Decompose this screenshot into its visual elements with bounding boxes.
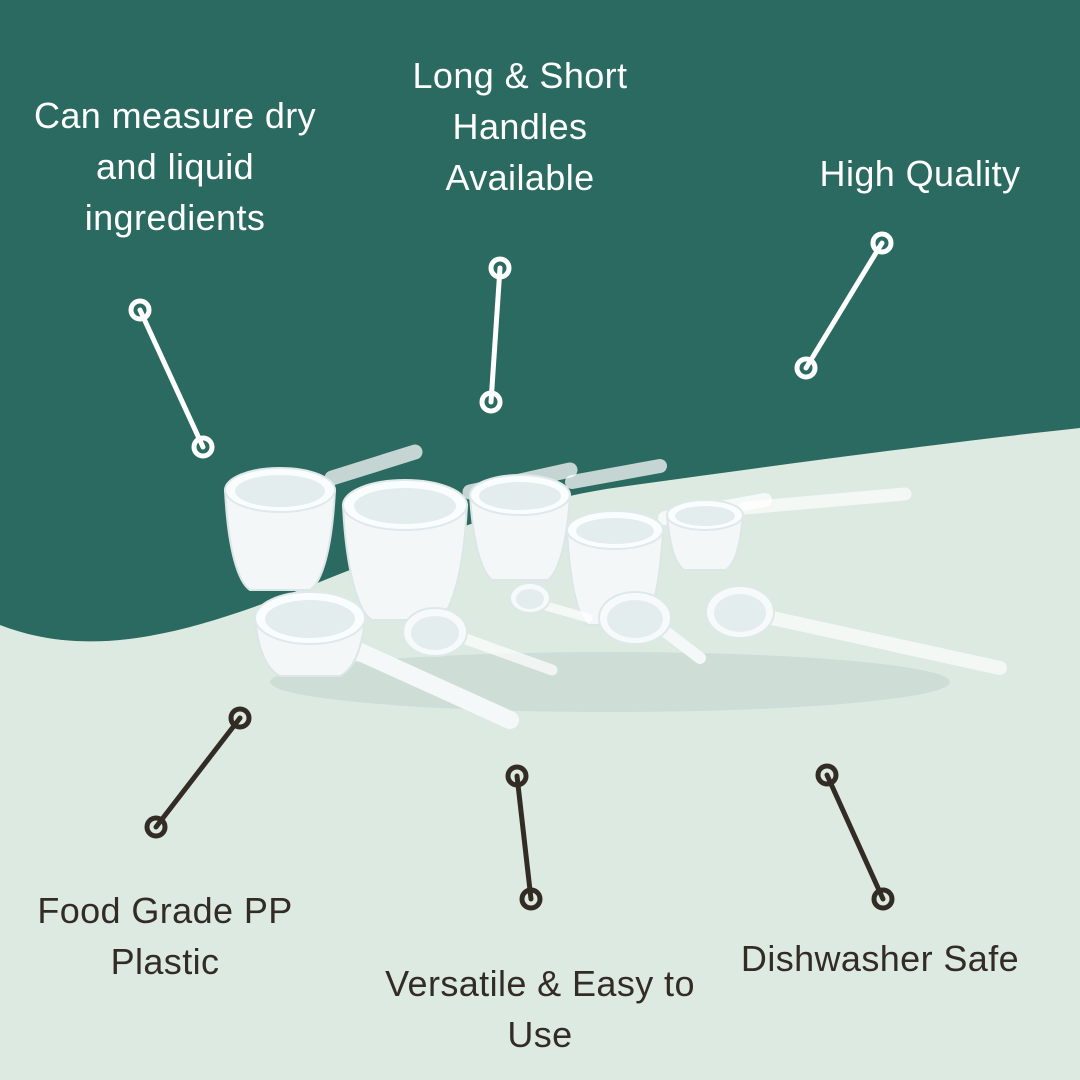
measuring-spoon [705,585,1007,675]
callout-label-dishwasher: Dishwasher Safe [740,938,1020,979]
measuring-spoon [509,582,593,623]
measuring-scoop [665,487,912,571]
callout-label-food-grade: Food Grade PP Plastic [37,890,293,983]
callout-label-handles: Long & Short Handles Available [412,55,628,199]
callout-label-quality: High Quality [819,153,1021,194]
connector-quality [794,231,894,380]
measuring-scoop [468,459,667,581]
connector-food-grade [144,706,252,839]
connector-handles [479,256,512,414]
measuring-spoon [598,591,706,664]
measuring-spoon [402,607,558,676]
connector-dishwasher [815,763,895,911]
callout-label-versatile: Versatile & Easy to Use [385,963,695,1056]
connector-measure [128,298,215,459]
connector-versatile [505,764,543,911]
callout-label-measure: Can measure dry and liquid ingredients [33,95,317,239]
measuring-scoops-image [223,444,1007,729]
measuring-scoop [223,444,423,591]
measuring-scoop [253,591,519,729]
